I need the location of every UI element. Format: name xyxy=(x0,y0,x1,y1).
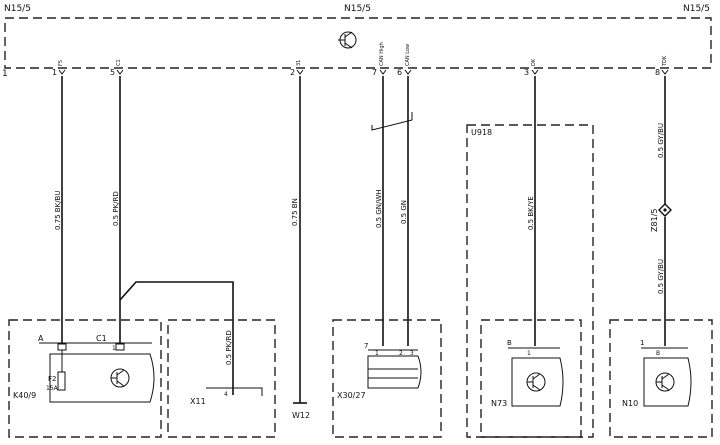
splice-z81-5: Z81/5 xyxy=(650,203,672,232)
fuse-icon xyxy=(57,350,66,391)
n10-label: N10 xyxy=(622,399,638,408)
ecu-n15-5-housing xyxy=(4,17,712,69)
k40-label: K40/9 xyxy=(13,391,36,400)
component-x11: 0.5 PK/RD 4 X11 xyxy=(167,319,276,438)
splice-label: Z81/5 xyxy=(650,209,659,232)
twisted-pair-marker xyxy=(371,112,413,131)
wire-label: 0.5 GN xyxy=(400,200,408,224)
pin-signal: C1 xyxy=(116,59,122,66)
ecu-transistor-icon xyxy=(338,31,357,49)
ecu-label-left: N15/5 xyxy=(4,4,31,14)
pin-signal: CAN High xyxy=(379,42,385,66)
pin-number: 1 xyxy=(52,68,57,77)
ecu-pin-5: 5 C1 xyxy=(110,59,122,77)
pin-signal: F5 xyxy=(58,60,64,66)
wire-x11-branch xyxy=(119,281,234,395)
x30-label: X30/27 xyxy=(337,391,366,400)
x11-pin: 4 xyxy=(224,391,228,398)
group-u918 xyxy=(466,124,594,438)
pin-signal: DK xyxy=(531,58,537,66)
group-u918-label: U918 xyxy=(471,128,492,137)
x30-pin-3: 3 xyxy=(410,350,414,357)
ecu-pin-markers xyxy=(58,69,669,75)
x30-pin-2: 2 xyxy=(399,350,403,357)
component-n73: B 1 N73 xyxy=(480,319,582,438)
w12-label: W12 xyxy=(292,411,310,420)
wire-label: 0.5 GY/BU xyxy=(657,123,665,158)
component-k40-9: A C1 1 F2 15A K40/9 xyxy=(8,319,162,438)
ecu-pin-6: 6 CAN Low xyxy=(397,44,411,77)
wire-label: 0.5 GY/BU xyxy=(657,259,665,294)
ecu-pin-1: 1 F5 xyxy=(52,60,64,77)
k40-pin-1: 1 xyxy=(112,345,116,352)
ecu-pin-3: 3 DK xyxy=(524,58,537,77)
x30-pin-1: 1 xyxy=(375,350,379,357)
wire-label: 0.75 BN xyxy=(291,198,299,226)
pin-signal: CAN Low xyxy=(405,44,411,66)
n10-pin-b: B xyxy=(656,350,660,357)
wire-label: 0.5 GN/WH xyxy=(375,189,383,228)
pin-signal: 31 xyxy=(296,60,302,66)
pin-number: 7 xyxy=(372,68,377,77)
n73-pin-1: 1 xyxy=(527,350,531,357)
n73-transistor-icon xyxy=(526,372,546,392)
pin-signal: TDK xyxy=(662,55,668,67)
ground-w12: W12 xyxy=(292,402,310,420)
n73-label: N73 xyxy=(491,399,507,408)
ecu-pin-8: 8 TDK xyxy=(655,55,668,77)
x11-label: X11 xyxy=(190,397,206,406)
k40-fuse-id: F2 xyxy=(48,375,56,383)
wire-label: 0.5 BK/YE xyxy=(527,196,535,230)
x11-wire-label: 0.5 PK/RD xyxy=(225,330,233,365)
row-marker: 1 xyxy=(2,69,8,79)
n73-pin-b: B xyxy=(507,339,512,347)
wire-label: 0.5 PK/RD xyxy=(112,191,120,226)
pin-number: 5 xyxy=(110,68,115,77)
component-n10: 1 B N10 xyxy=(609,319,713,438)
ecu-label-center: N15/5 xyxy=(344,4,371,14)
ecu-label-right: N15/5 xyxy=(683,4,710,14)
n10-pin-1: 1 xyxy=(640,339,644,347)
n10-transistor-icon xyxy=(655,372,675,392)
x30-pin-7: 7 xyxy=(364,342,368,350)
wire-label: 0.75 BK/BU xyxy=(54,191,62,231)
pin-number: 2 xyxy=(290,68,295,77)
pin-number: 3 xyxy=(524,68,529,77)
component-x30-27: 7 1 2 3 X30/27 xyxy=(332,319,442,438)
ecu-pin-2: 2 31 xyxy=(290,60,302,77)
k40-fuse-rating: 15A xyxy=(46,385,59,392)
k40-pin-a: A xyxy=(38,334,44,343)
ecu-pin-7: 7 CAN High xyxy=(372,42,385,77)
relay-transistor-icon xyxy=(110,368,130,388)
pin-number: 6 xyxy=(397,68,402,77)
k40-pin-c1: C1 xyxy=(96,334,107,343)
pin-number: 8 xyxy=(655,68,660,77)
